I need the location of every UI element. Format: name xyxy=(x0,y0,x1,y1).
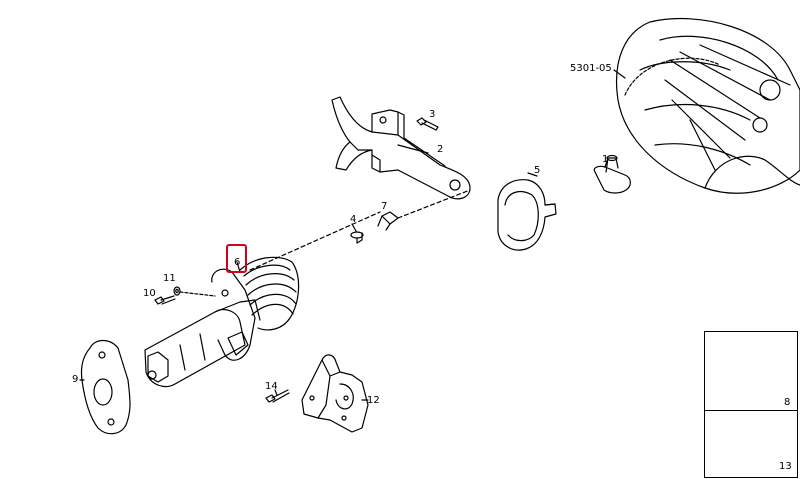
part-12-bracket xyxy=(301,354,369,433)
callout-1[interactable]: 1 xyxy=(602,154,609,165)
reference-label-5301-05[interactable]: 5301-05 xyxy=(570,63,612,74)
part-9-gasket-plate xyxy=(79,339,131,435)
leader-line xyxy=(613,69,626,79)
callout-4[interactable]: 4 xyxy=(350,214,357,225)
callout-13[interactable]: 13 xyxy=(779,461,792,472)
part-4-pin xyxy=(350,223,364,244)
assembly-axis-line xyxy=(397,189,471,219)
callout-10[interactable]: 10 xyxy=(143,288,156,299)
part-14-bolt xyxy=(265,389,290,403)
inset-panel-part-8 xyxy=(704,331,798,412)
callout-2[interactable]: 2 xyxy=(437,144,444,155)
callout-12[interactable]: 12 xyxy=(367,395,380,406)
callout-11[interactable]: 11 xyxy=(163,273,176,284)
part-1-bushing xyxy=(593,154,631,194)
part-2-release-fork xyxy=(331,96,471,200)
leader-line xyxy=(236,261,241,273)
inset-panel-part-13 xyxy=(704,410,798,478)
callout-9[interactable]: 9 xyxy=(72,374,79,385)
callout-3[interactable]: 3 xyxy=(429,109,436,120)
part-11-washer xyxy=(173,286,181,296)
part-7-sleeve xyxy=(377,211,399,231)
part-10-bolt xyxy=(154,295,176,305)
callout-14[interactable]: 14 xyxy=(265,381,278,392)
transmission-housing xyxy=(616,18,800,194)
callout-6-highlight xyxy=(226,244,247,273)
part-6-slave-cylinder xyxy=(144,256,300,388)
part-5-rubber-boot xyxy=(497,172,557,251)
callout-5[interactable]: 5 xyxy=(534,165,541,176)
assembly-axis-line xyxy=(249,211,381,271)
leader-line xyxy=(397,144,429,154)
callout-6[interactable]: 6 xyxy=(234,257,241,268)
callout-8[interactable]: 8 xyxy=(784,397,791,408)
part-3-bolt xyxy=(416,117,439,131)
callout-7[interactable]: 7 xyxy=(381,201,388,212)
assembly-axis-line xyxy=(179,291,216,297)
